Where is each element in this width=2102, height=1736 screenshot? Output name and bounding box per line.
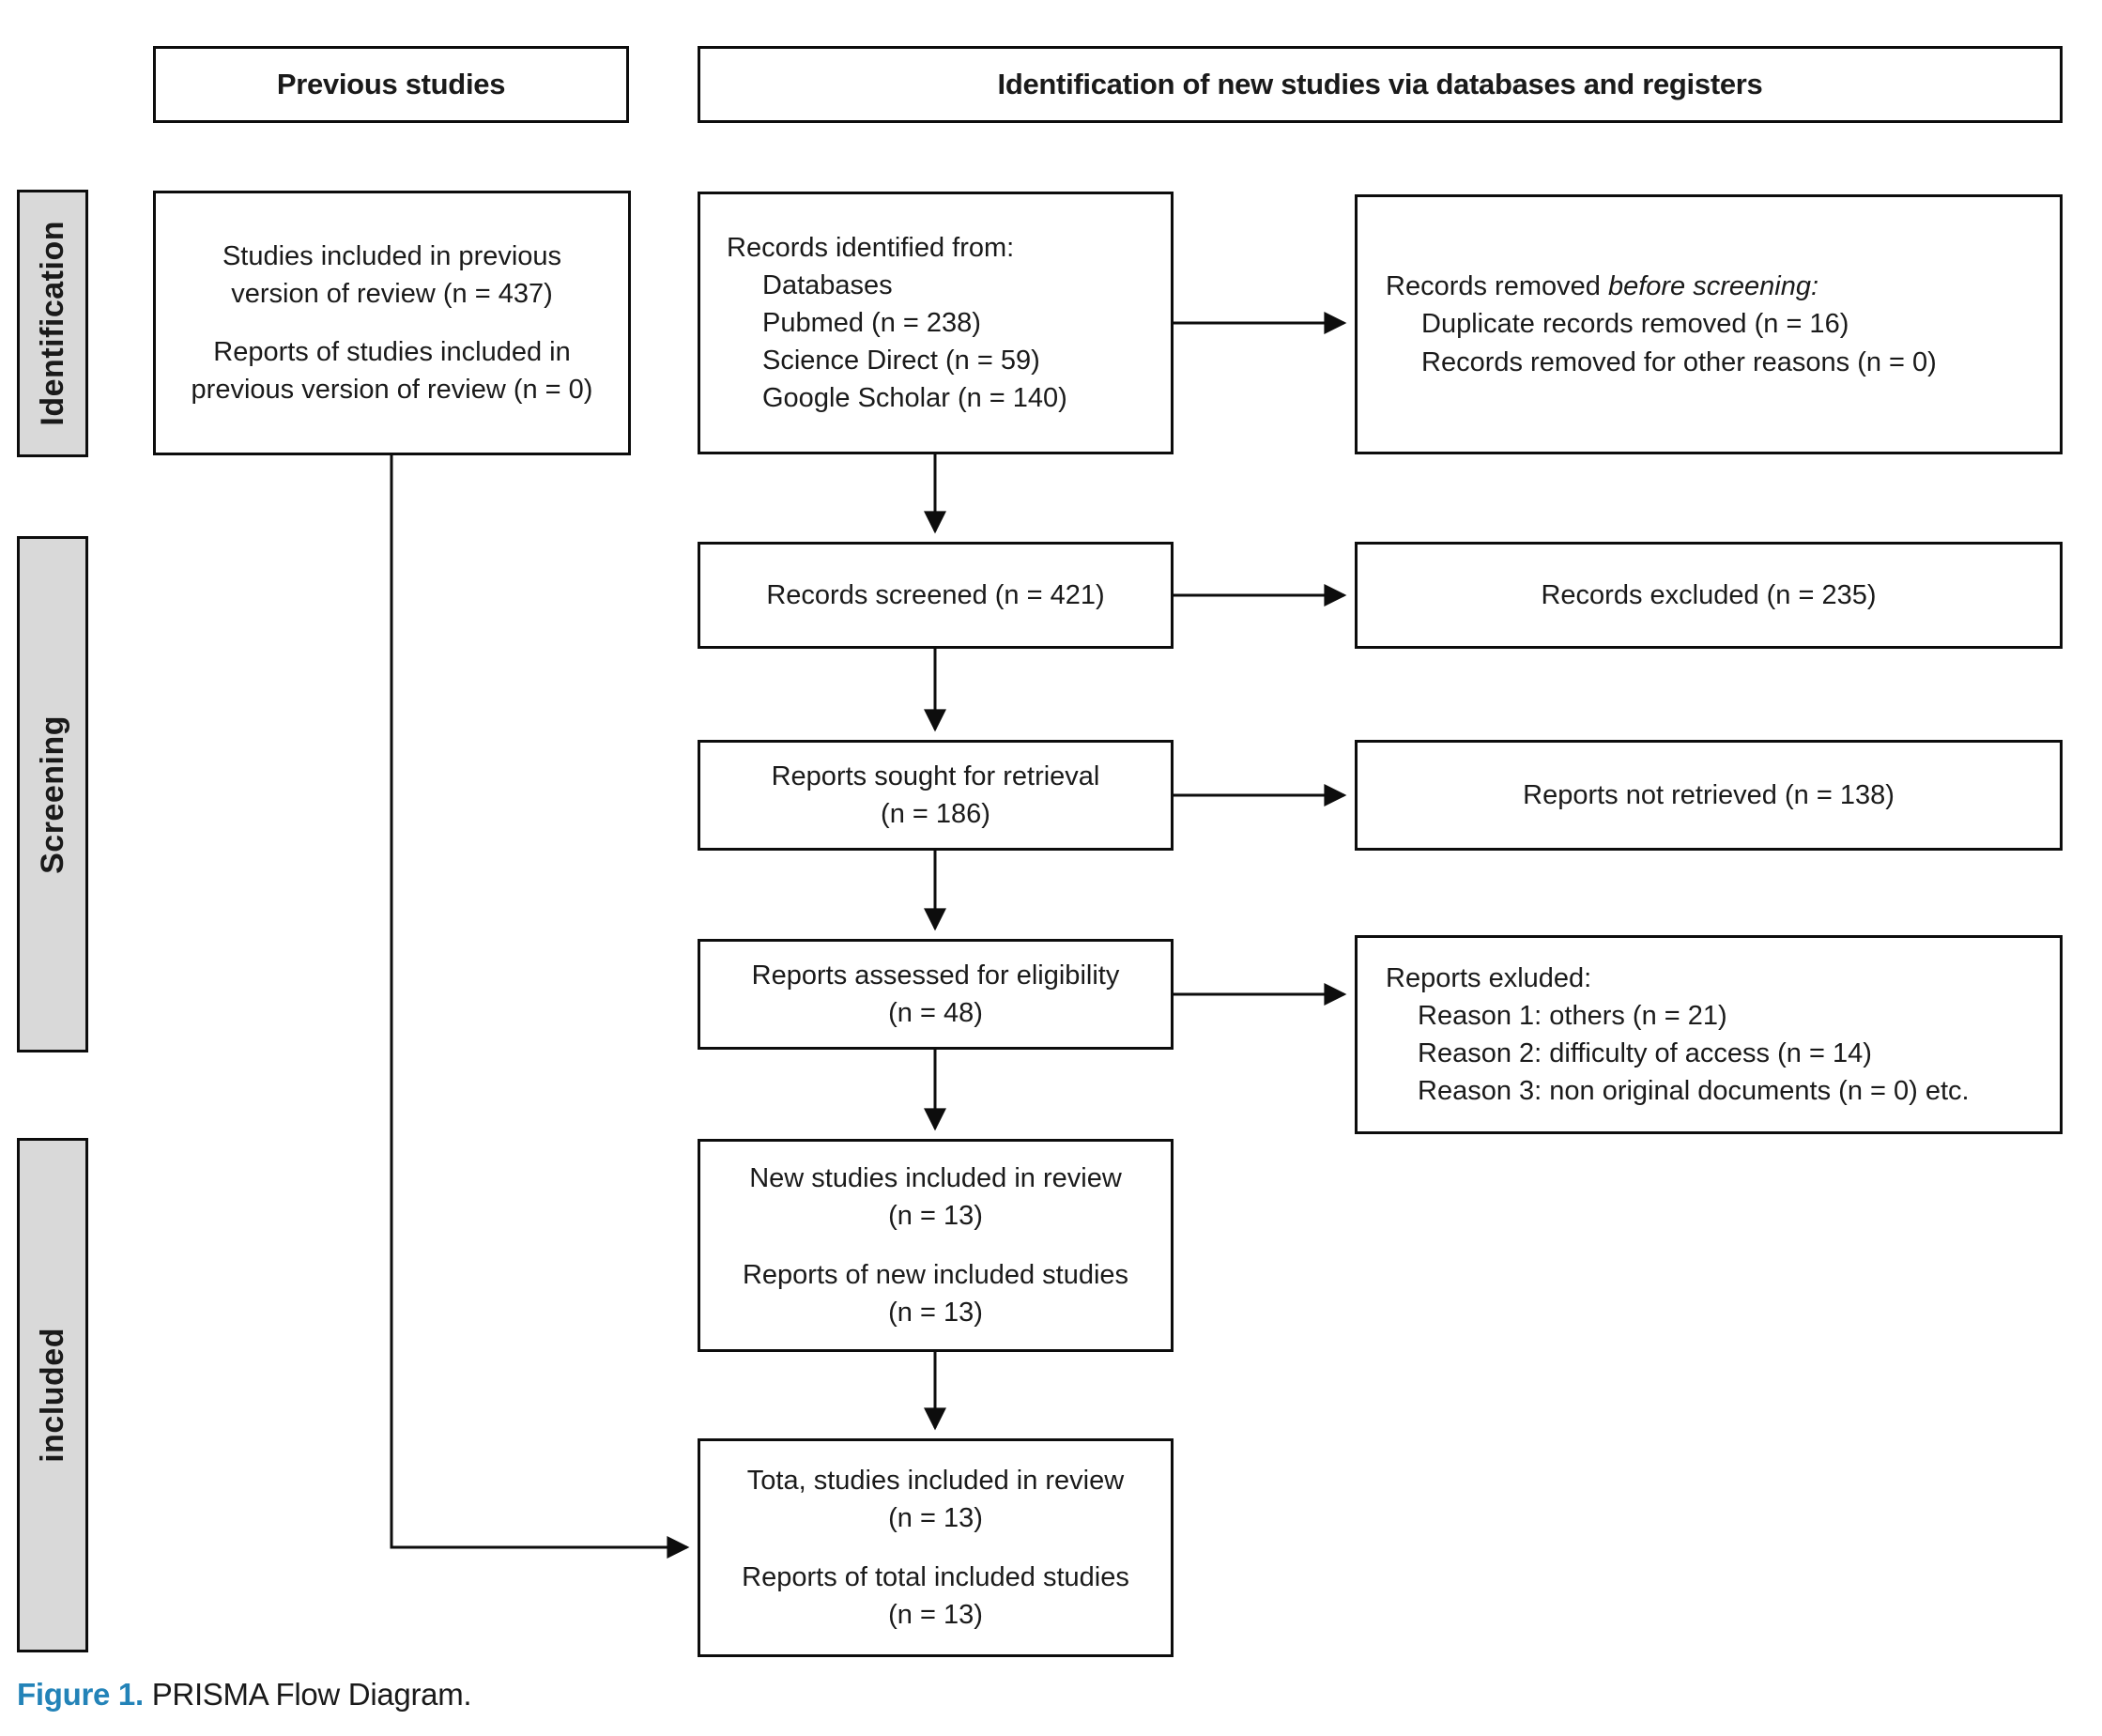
reports-not-retrieved-text: Reports not retrieved (n = 138) xyxy=(1523,779,1895,810)
phase-label-included: included xyxy=(34,1328,70,1463)
box-records-identified: Records identified from: Databases Pubme… xyxy=(698,192,1174,454)
box-total-studies-included: Tota, studies included in review (n = 13… xyxy=(698,1438,1174,1657)
records-identified-item: Databases xyxy=(762,269,893,300)
reports-excluded-title: Reports exluded: xyxy=(1386,962,1592,993)
new-studies-para1-line1: New studies included in review xyxy=(749,1163,1122,1194)
phase-bar-screening: Screening xyxy=(17,536,88,1052)
total-studies-para1: Tota, studies included in review (n = 13… xyxy=(747,1462,1124,1537)
reports-sought-line2: (n = 186) xyxy=(881,799,990,829)
total-studies-para1-line1: Tota, studies included in review xyxy=(746,1466,1125,1497)
total-studies-para2-line1: Reports of total included studies xyxy=(742,1561,1129,1592)
arrow-previous-to-total xyxy=(390,455,690,1559)
total-studies-para2-line2: (n = 13) xyxy=(888,1599,983,1630)
box-reports-not-retrieved: Reports not retrieved (n = 138) xyxy=(1355,740,2063,851)
reports-assessed-line1: Reports assessed for eligibility xyxy=(751,960,1120,991)
new-studies-para1: New studies included in review (n = 13) xyxy=(749,1160,1122,1235)
records-removed-title: Records removed before screening: xyxy=(1386,268,2047,305)
new-studies-para2: Reports of new included studies (n = 13) xyxy=(743,1256,1128,1331)
header-previous-studies-label: Previous studies xyxy=(276,68,506,100)
figure-caption-text: PRISMA Flow Diagram. xyxy=(143,1677,472,1712)
new-studies-para1-line2: (n = 13) xyxy=(888,1201,983,1232)
header-previous-studies: Previous studies xyxy=(153,46,629,123)
figure-caption-label: Figure 1. xyxy=(17,1677,144,1712)
total-studies-para2: Reports of total included studies (n = 1… xyxy=(742,1559,1129,1634)
phase-bar-included: included xyxy=(17,1138,88,1652)
reports-excluded-item: Reason 3: non original documents (n = 0)… xyxy=(1418,1076,1970,1107)
previous-studies-para2: Reports of studies included in previous … xyxy=(191,337,593,406)
records-removed-title-italic: before screening: xyxy=(1607,271,1819,302)
records-removed-item: Duplicate records removed (n = 16) xyxy=(1421,309,1849,340)
records-removed-title-prefix: Records removed xyxy=(1386,271,1608,302)
header-identification-new-studies: Identification of new studies via databa… xyxy=(698,46,2063,123)
header-identification-label: Identification of new studies via databa… xyxy=(997,68,1763,100)
new-studies-para2-line2: (n = 13) xyxy=(888,1297,983,1328)
box-records-screened: Records screened (n = 421) xyxy=(698,542,1174,649)
previous-studies-para1: Studies included in previous version of … xyxy=(222,240,562,309)
box-records-removed: Records removed before screening: Duplic… xyxy=(1355,194,2063,454)
box-previous-studies: Studies included in previous version of … xyxy=(153,191,631,455)
records-identified-item: Google Scholar (n = 140) xyxy=(762,383,1067,414)
records-screened-text: Records screened (n = 421) xyxy=(766,579,1105,610)
box-reports-assessed: Reports assessed for eligibility (n = 48… xyxy=(698,939,1174,1050)
figure-caption: Figure 1. PRISMA Flow Diagram. xyxy=(17,1677,472,1713)
total-studies-para1-line2: (n = 13) xyxy=(888,1503,983,1534)
records-identified-item: Science Direct (n = 59) xyxy=(762,346,1040,376)
records-removed-item: Records removed for other reasons (n = 0… xyxy=(1421,346,1937,377)
new-studies-para2-line1: Reports of new included studies xyxy=(742,1259,1129,1290)
box-records-excluded: Records excluded (n = 235) xyxy=(1355,542,2063,649)
records-excluded-text: Records excluded (n = 235) xyxy=(1541,579,1877,610)
reports-excluded-item: Reason 1: others (n = 21) xyxy=(1418,1000,1727,1031)
reports-excluded-item: Reason 2: difficulty of access (n = 14) xyxy=(1418,1038,1872,1068)
reports-sought-line1: Reports sought for retrieval xyxy=(771,760,1100,791)
records-identified-title: Records identified from: xyxy=(727,232,1015,263)
phase-label-identification: Identification xyxy=(34,221,70,426)
box-new-studies-included: New studies included in review (n = 13) … xyxy=(698,1139,1174,1352)
reports-assessed-line2: (n = 48) xyxy=(888,998,983,1028)
box-reports-sought: Reports sought for retrieval (n = 186) xyxy=(698,740,1174,851)
phase-label-screening: Screening xyxy=(34,714,70,874)
box-reports-excluded: Reports exluded: Reason 1: others (n = 2… xyxy=(1355,935,2063,1134)
records-identified-item: Pubmed (n = 238) xyxy=(762,307,981,338)
phase-bar-identification: Identification xyxy=(17,190,88,457)
